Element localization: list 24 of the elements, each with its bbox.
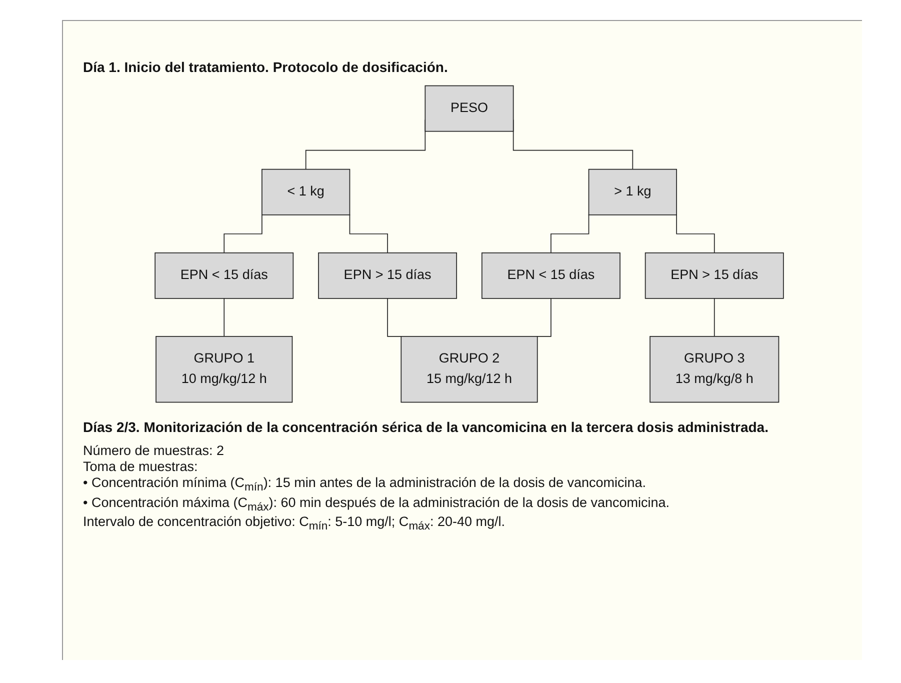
- node-box: [481, 252, 620, 299]
- connector: [223, 214, 262, 254]
- connector: [676, 214, 715, 254]
- section-heading: Días 2/3. Monitorización de la concentración sérica de la vancomicina en la tercera dosis administrada.: [83, 419, 770, 435]
- node-box: [424, 85, 514, 132]
- node-box: [649, 336, 779, 403]
- note-text: • Concentración mínima (C$_{mín}$): 15 min antes de la administración de la dosis de vancomicina.: [83, 475, 648, 494]
- title: Día 1. Inicio del tratamiento. Protocolo de dosificación.: [83, 59, 449, 75]
- node-box: [155, 336, 292, 403]
- node-box: [644, 252, 784, 299]
- connector: [550, 214, 589, 254]
- node-box: [318, 252, 457, 299]
- note-text: Número de muestras: 2: [83, 443, 226, 458]
- note-text: Toma de muestras:: [83, 459, 199, 474]
- node-box: [400, 336, 538, 403]
- node-box: [588, 168, 677, 216]
- node-box: [154, 252, 294, 299]
- connector: [714, 298, 715, 337]
- card-background: Día 1. Inicio del tratamiento. Protocolo de dosificación. PESO < 1 kg > 1 kg EPN < 15 días EPN > 15 días EPN < 15 días EPN > 15 días GRUPO 1 10 mg/kg/12 h GRUPO 2 15 mg/kg/12 h GRUPO 3 13 mg/kg/8 h Días 2/3. Monitorización de la concentración sérica de la vancomicina en la tercera dosis administrada. Número de muestras: 2 Toma de muestras: • Concentración mínima (C$_{mín}$): 15 min antes de la administración de la dosis de vancomicina. • Concentración máxima (C$_{máx}$): 60 min después de la administración de la dosis de vancomicina. Intervalo de concentración objetivo: C$_{mín}$: 5-10 mg/l; C$_{máx}$: 20-40 mg/l.: [62, 20, 862, 660]
- connector: [349, 214, 388, 254]
- note-text: Intervalo de concentración objetivo: C$_{mín}$: 5-10 mg/l; C$_{máx}$: 20-40 mg/l.: [83, 514, 506, 534]
- note-text: • Concentración máxima (C$_{máx}$): 60 min después de la administración de la dosis de vancomicina.: [83, 494, 671, 514]
- node-box: [261, 168, 350, 216]
- connector: [223, 298, 224, 337]
